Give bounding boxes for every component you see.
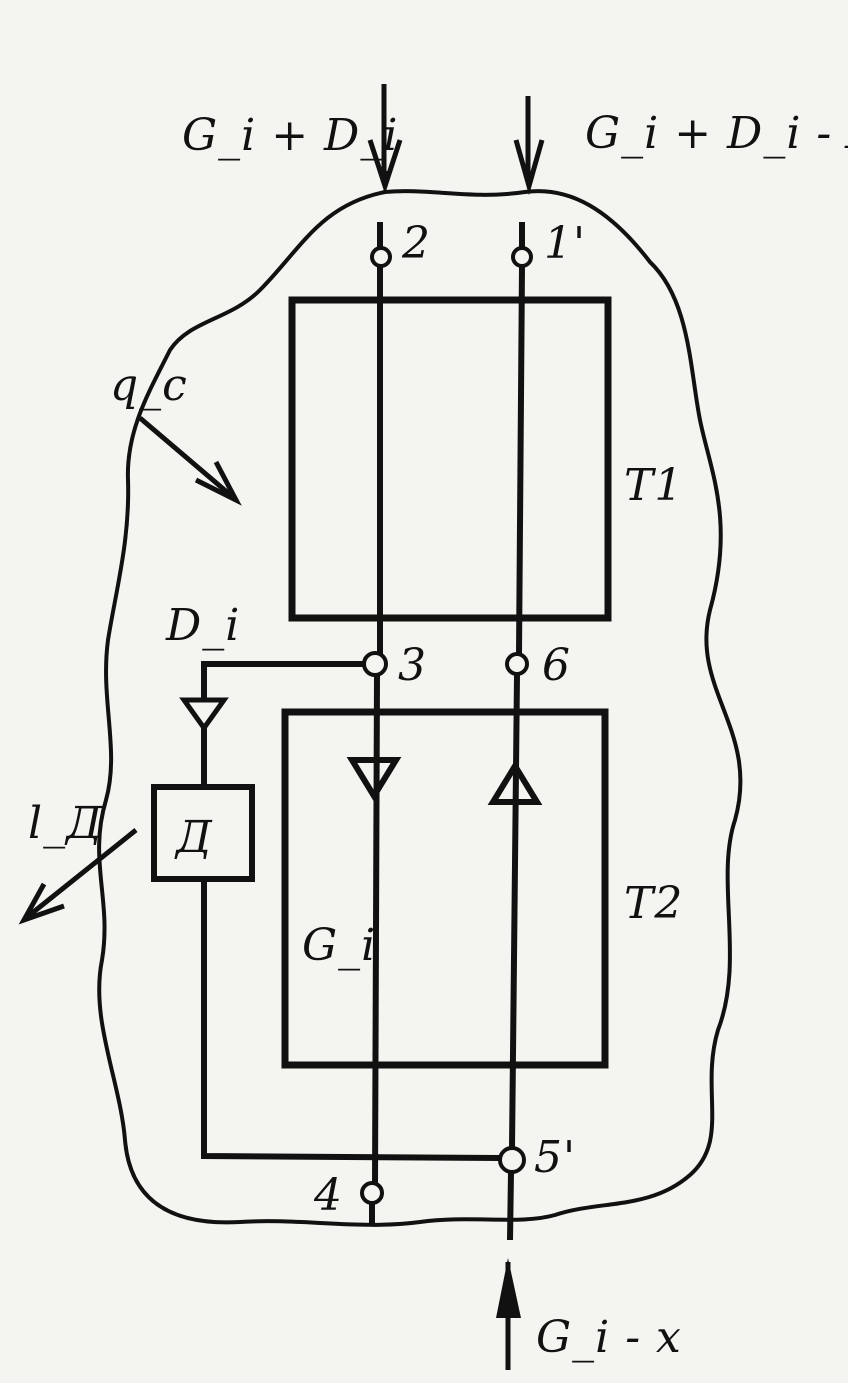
t1-label: T1 <box>624 460 683 511</box>
line-right-main-1 <box>516 265 525 655</box>
control-volume-boundary <box>97 189 743 1227</box>
node-2-label: 2 <box>401 218 431 269</box>
right-flow-triangle <box>487 760 543 805</box>
t1-block <box>288 296 612 622</box>
line-right-main-2 <box>509 674 520 1149</box>
branch-flow-label: D_i <box>165 600 240 651</box>
node-2 <box>370 246 392 268</box>
node-5prime-label: 5' <box>534 1132 576 1183</box>
expander-label: Д <box>174 812 213 863</box>
return-line-to-5prime <box>201 879 501 1161</box>
node-3-label: 3 <box>398 640 427 691</box>
work-arrow <box>24 828 138 920</box>
work-label: l_Д <box>28 798 103 849</box>
heat-arrow <box>138 416 236 500</box>
flow-label-top-right: G_i + D_i - X <box>585 108 848 159</box>
branch-valve-triangle <box>179 697 229 733</box>
inflow-arrow-left-head <box>367 139 403 195</box>
branch-line-to-expander <box>201 661 366 700</box>
work-arrow-head <box>18 882 65 925</box>
node-3 <box>362 651 388 677</box>
heat-label: q_c <box>110 360 188 411</box>
t2-label: T2 <box>624 878 683 929</box>
node-6-label: 6 <box>542 640 571 691</box>
line-right-tail <box>507 1171 514 1241</box>
main-flow-label: G_i <box>302 920 376 971</box>
node-1prime <box>511 246 533 268</box>
node-6 <box>505 652 529 676</box>
bottom-inflow-arrow-head <box>496 1258 521 1318</box>
t2-block <box>281 708 609 1069</box>
node-4 <box>360 1181 384 1205</box>
node-1prime-label: 1' <box>544 218 586 269</box>
node-5prime <box>498 1146 526 1174</box>
left-flow-triangle <box>346 757 402 802</box>
heat-arrow-head <box>194 460 242 506</box>
node-4-label: 4 <box>313 1170 343 1221</box>
inflow-arrow-right-head <box>513 139 545 196</box>
flow-label-top-left: G_i + D_i <box>182 110 398 161</box>
flow-label-bottom: G_i - x <box>536 1312 682 1363</box>
